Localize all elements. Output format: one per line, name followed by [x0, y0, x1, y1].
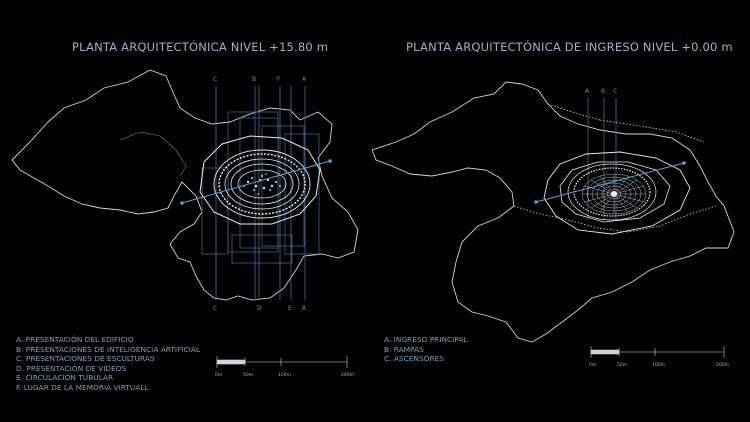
- left-axis-top-label: A: [302, 76, 307, 83]
- left-legend-item: F. LUGAR DE LA MEMORIA VIRTUALL: [16, 382, 149, 392]
- right-plan-title: PLANTA ARQUITECTÓNICA DE INGRESO NIVEL +…: [406, 40, 733, 54]
- left-core-pattern: [243, 173, 281, 195]
- left-legend-item: E. CIRCULACIÓN TUBULAR: [16, 373, 114, 383]
- left-terrain-outline: [11, 69, 359, 301]
- right-legend-item: A. INGRESO PRINCIPAL: [384, 335, 468, 344]
- left-tube-end: [180, 201, 184, 205]
- left-plan-title: PLANTA ARQUITECTÓNICA NIVEL +15.80 m: [72, 40, 329, 54]
- left-legend: A. PRESENTACIÓN DEL EDIFICIO B. PRESENTA…: [16, 335, 200, 393]
- right-circulation-tube: [535, 162, 685, 203]
- right-plan: A B C 0m 50m 100m 200m: [371, 81, 735, 368]
- right-terrain-outline: [371, 81, 735, 343]
- left-scale-label: 100m: [278, 372, 291, 378]
- right-scale-label: 200m: [716, 362, 729, 368]
- right-scale-label: 50m: [617, 362, 627, 368]
- right-core-light: [611, 191, 617, 197]
- left-axis-top-label: B: [252, 76, 256, 83]
- right-tube-end: [534, 200, 538, 204]
- right-axis-top-label: C: [613, 88, 617, 95]
- left-legend-item: A. PRESENTACIÓN DEL EDIFICIO: [16, 335, 134, 344]
- right-paths: [513, 103, 717, 233]
- left-legend-item: C. PRESENTACIONES DE ESCULTURAS: [16, 354, 155, 364]
- left-tube-end: [328, 159, 332, 163]
- left-axis-bottom-label: E: [288, 305, 292, 312]
- left-scale-label: 50m: [243, 372, 253, 378]
- right-axis-top-label: A: [585, 88, 590, 95]
- left-axis-bottom-label: C: [213, 305, 217, 312]
- left-axis-bottom-label: A: [302, 305, 307, 312]
- left-terrain-inner: [119, 131, 187, 177]
- left-legend-item: D. PRESENTACIÓN DE VIDEOS: [16, 363, 127, 373]
- right-legend-item: C. ASCENSORES: [384, 354, 444, 364]
- right-tube-end: [682, 161, 686, 165]
- left-building: [199, 135, 321, 225]
- left-scale-bar: [216, 356, 348, 368]
- left-legend-item: B. PRESENTACIONES DE INTELIGENCIA ARTIFI…: [16, 344, 201, 354]
- right-scale-bar: [590, 346, 725, 358]
- right-legend-item: B. RAMPAS: [384, 344, 424, 354]
- left-axis-bottom-label: D: [257, 305, 262, 312]
- right-scale-label: 100m: [652, 362, 665, 368]
- right-legend: A. INGRESO PRINCIPAL B. RAMPAS C. ASCENS…: [384, 335, 468, 364]
- left-plan: C B F A C D E A 0m 50m 100m 200m: [11, 69, 359, 378]
- right-scale-label: 0m: [589, 362, 596, 368]
- right-axis-top-label: B: [601, 88, 605, 95]
- left-axis-top-label: F: [277, 76, 281, 83]
- left-scale-label: 0m: [215, 372, 222, 378]
- left-frames: [201, 111, 320, 264]
- left-axis-top-label: C: [213, 76, 217, 83]
- left-circulation-tube: [181, 160, 331, 204]
- right-axis-lines: [587, 98, 617, 220]
- left-scale-label: 200m: [341, 372, 354, 378]
